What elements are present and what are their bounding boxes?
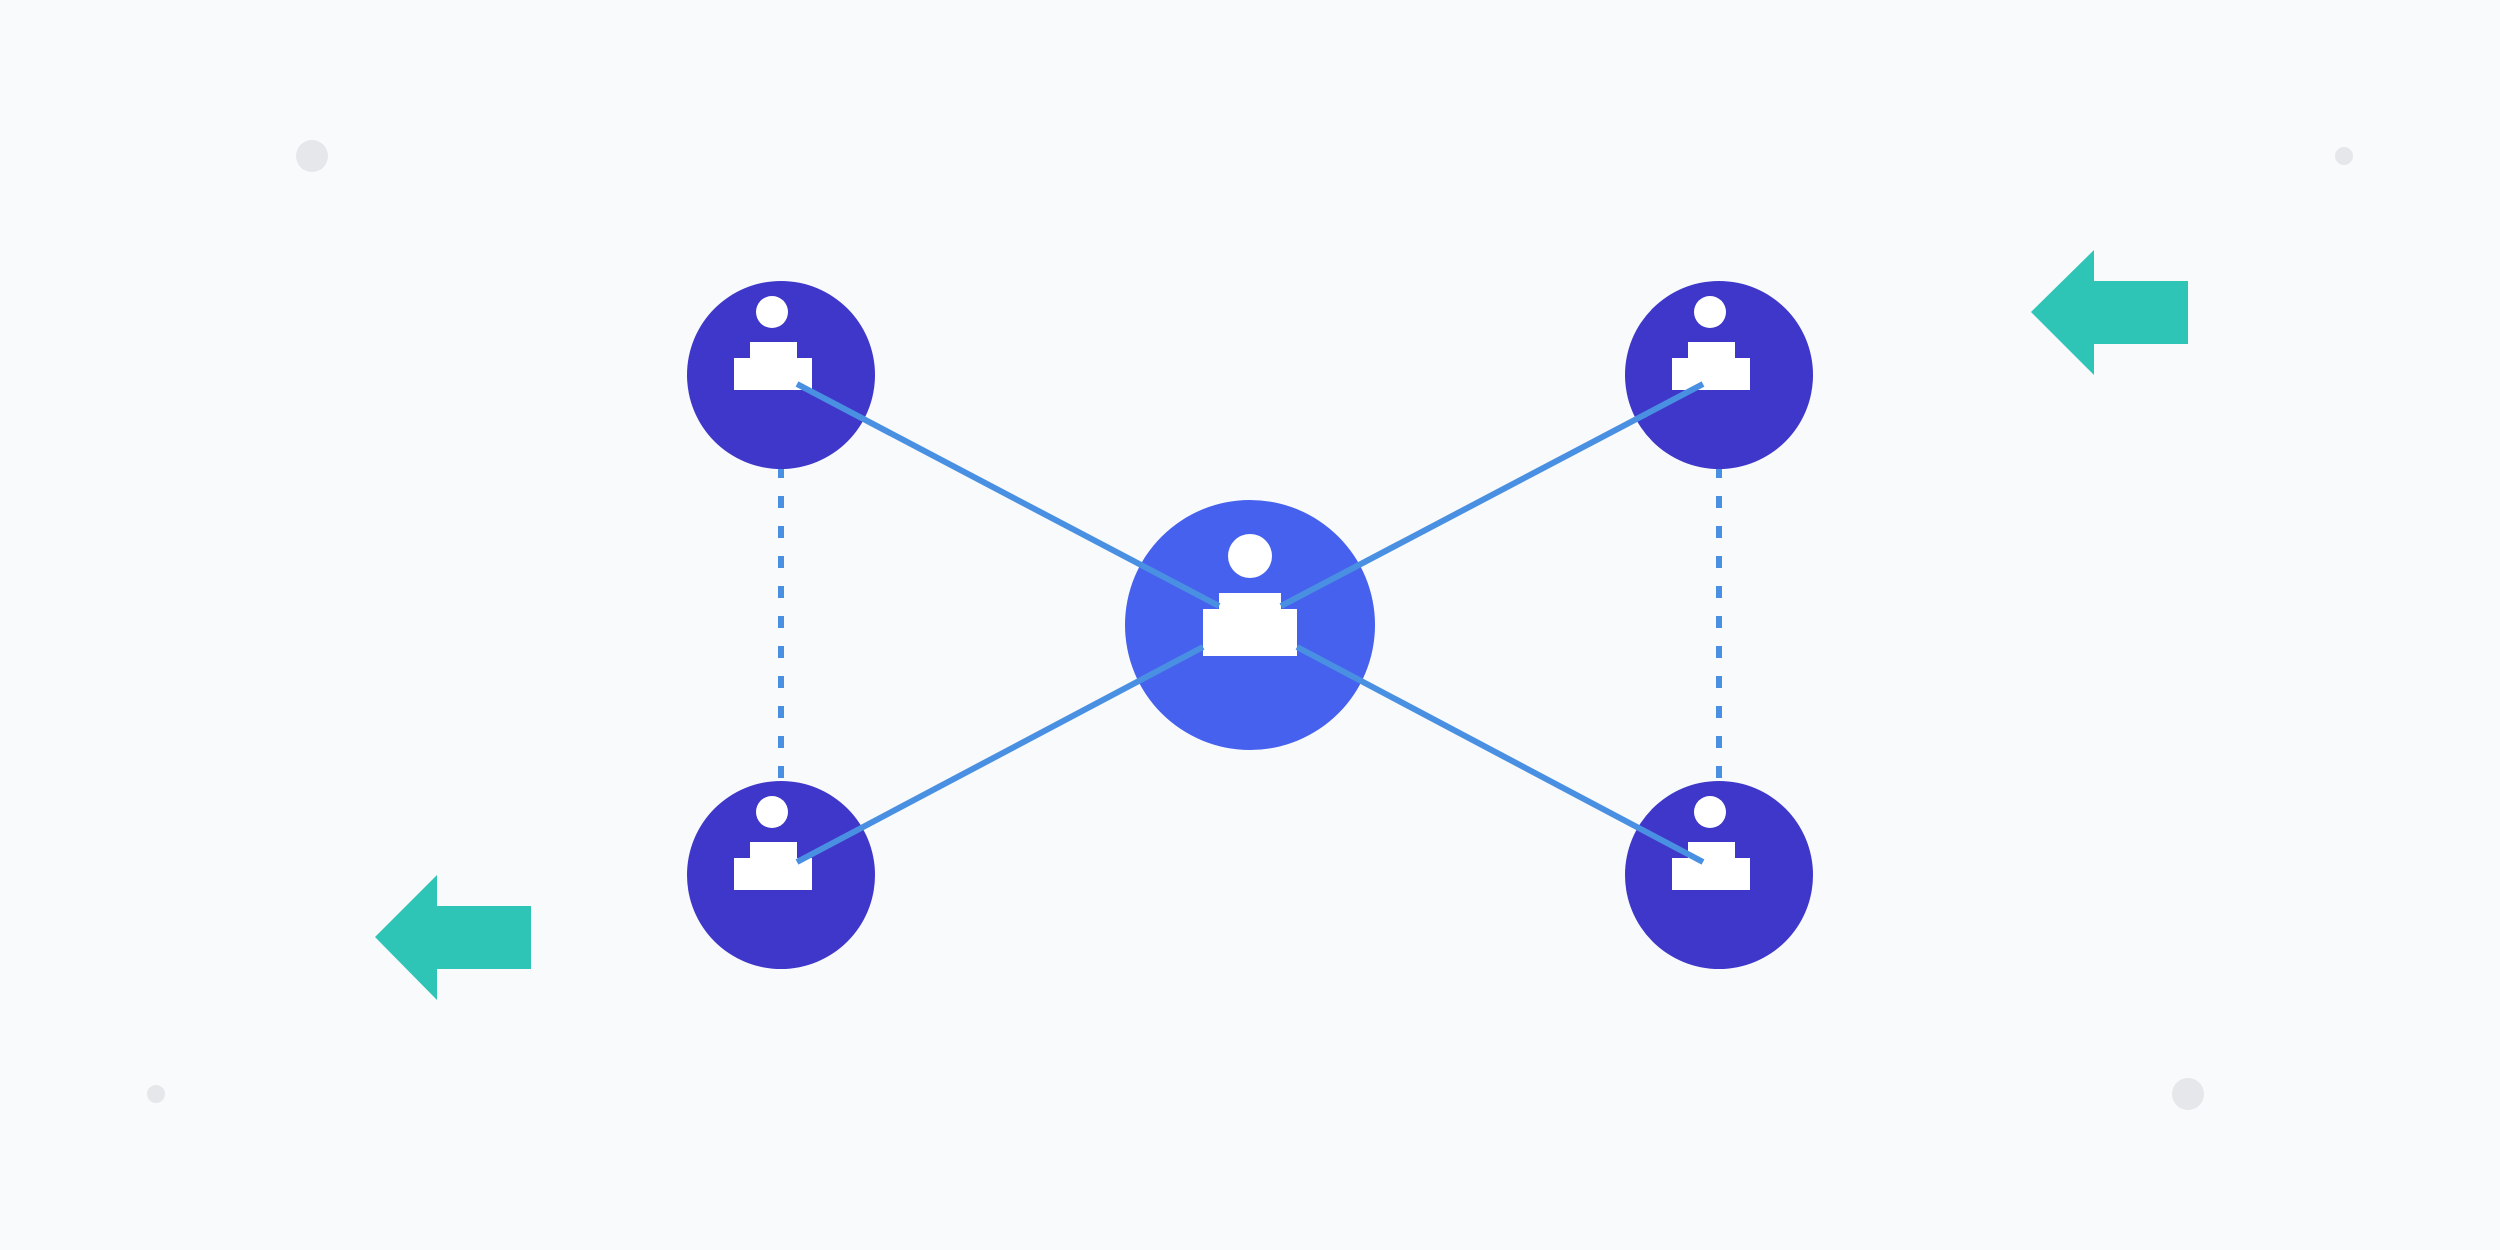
link-hub-bottom-right [1295,644,1705,865]
link-hub-top-left [795,381,1221,609]
user-icon [1672,796,1750,890]
decor-dot [147,1085,165,1103]
user-icon [1672,296,1750,390]
decor-dot [2335,147,2353,165]
link-hub-top-right [1279,381,1705,609]
decor-dot [296,140,328,172]
user-icon [1203,534,1297,656]
node-bottom-right [1625,781,1813,969]
node-bottom-left [687,781,875,969]
decor-dot [2172,1078,2204,1110]
link-hub-bottom-left [795,644,1205,865]
node-top-right [1625,281,1813,469]
user-icon [734,796,812,890]
arrow-left-icon [375,875,531,1000]
node-hub [1125,500,1375,750]
arrow-left-icon [2031,250,2188,375]
node-top-left [687,281,875,469]
